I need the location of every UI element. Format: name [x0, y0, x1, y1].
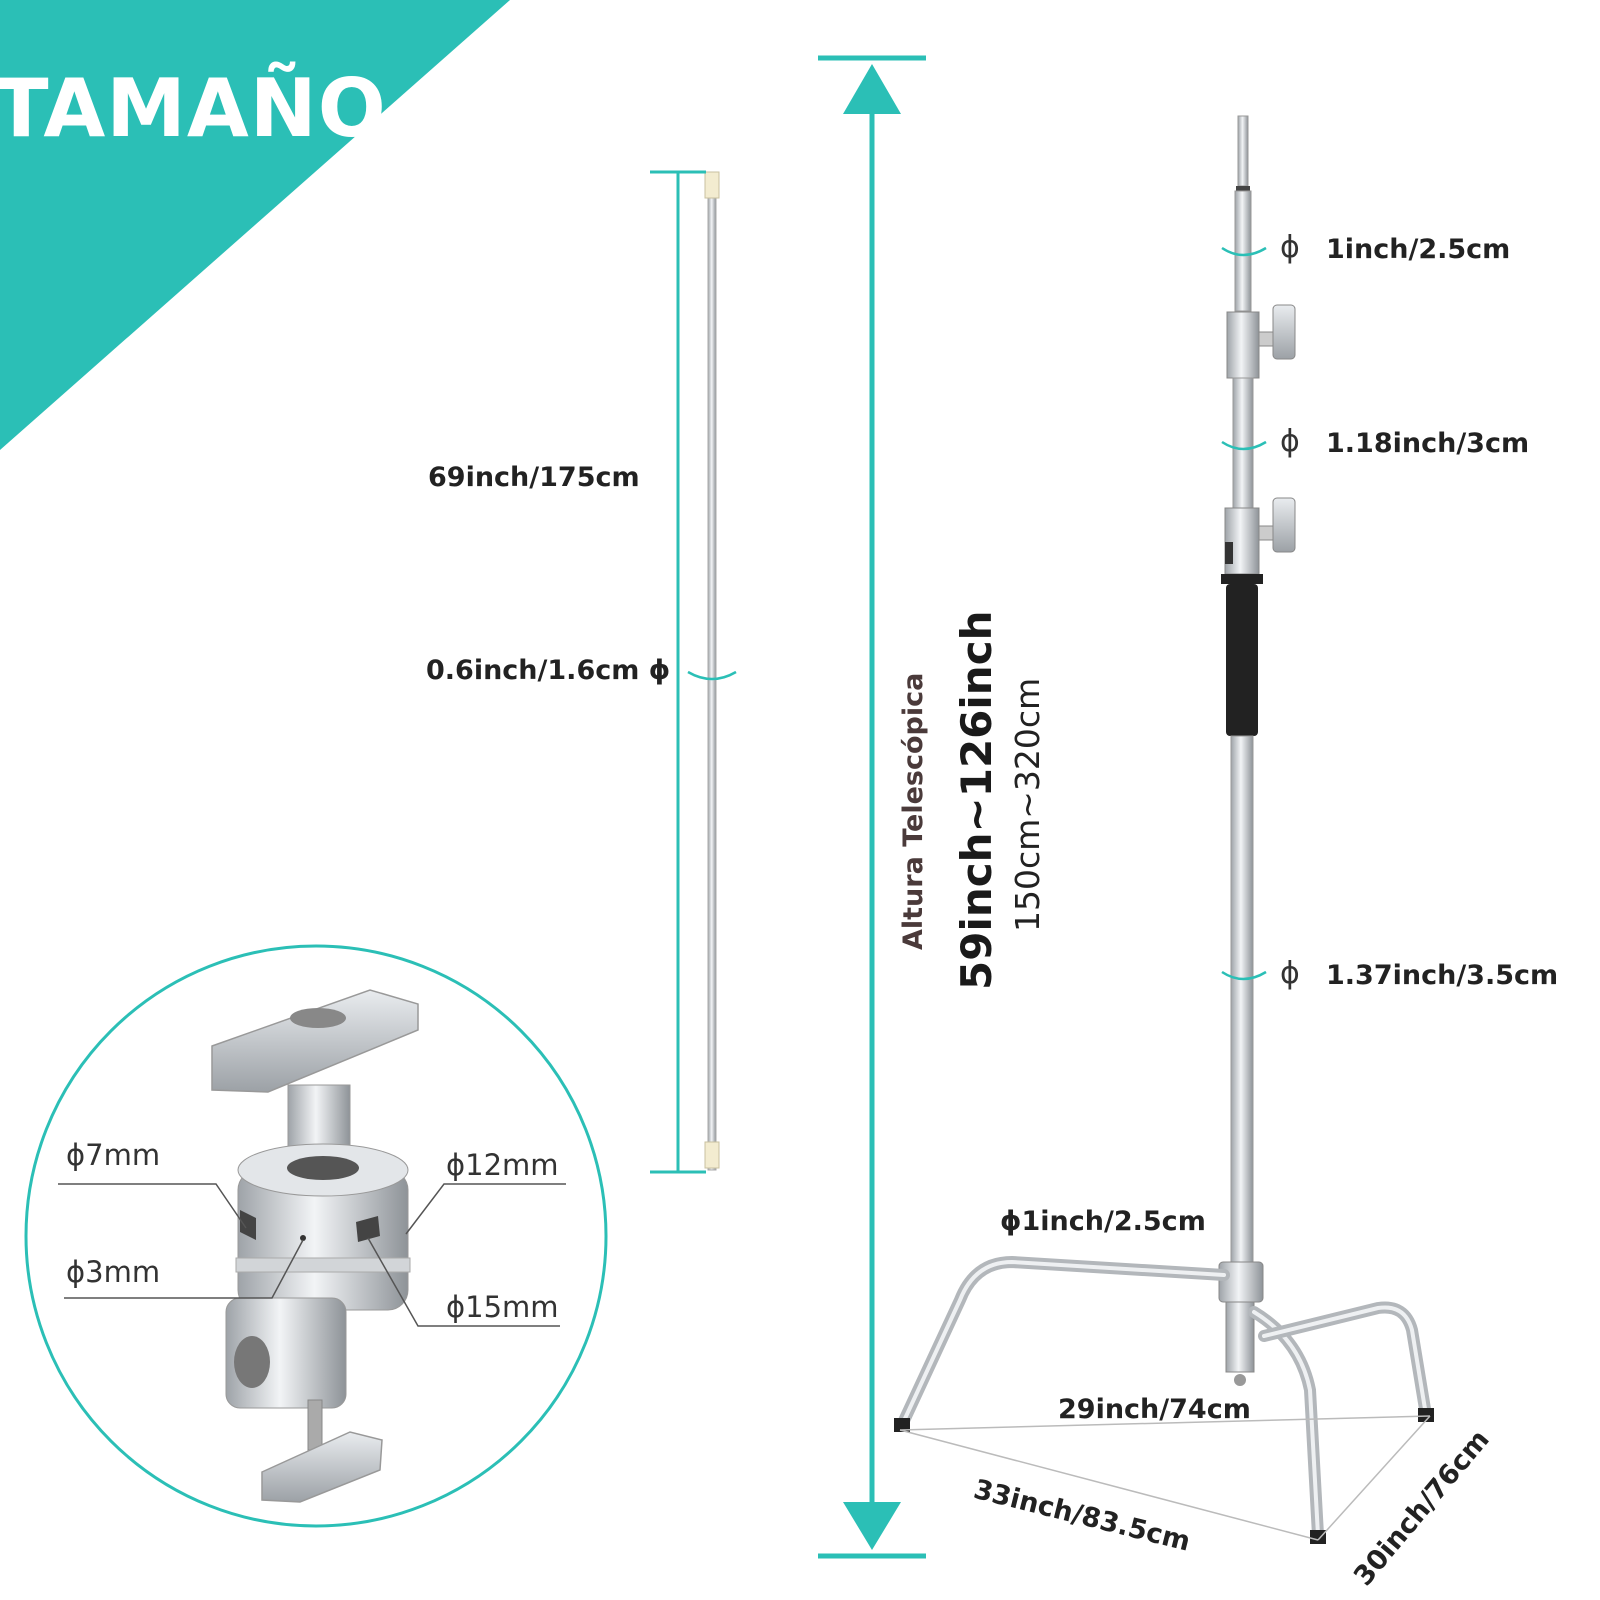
extension-pole — [650, 170, 737, 1174]
diameter-top: 1inch/2.5cm — [1326, 234, 1511, 265]
diameter-symbol-middle: ϕ — [1280, 424, 1300, 459]
height-cm: 150cm~320cm — [1008, 677, 1047, 932]
height-arrow — [818, 55, 926, 1559]
clamp-15mm-label: ϕ15mm — [446, 1290, 559, 1324]
base-back-length: 29inch/74cm — [1058, 1394, 1251, 1425]
banner-title: TAMAÑO — [0, 62, 387, 155]
diameter-middle: 1.18inch/3cm — [1326, 428, 1530, 459]
clamp-7mm-label: ϕ7mm — [66, 1138, 161, 1172]
telescopic-height-caption: Altura Telescópica — [898, 672, 929, 950]
clamp-3mm-label: ϕ3mm — [66, 1255, 161, 1289]
diameter-bottom: 1.37inch/3.5cm — [1326, 960, 1559, 991]
banner-triangle — [0, 0, 510, 450]
clamp-detail — [24, 944, 608, 1528]
pole-diameter-label: 0.6inch/1.6cm ϕ — [426, 655, 671, 686]
pole-length-label: 69inch/175cm — [428, 462, 640, 493]
diameter-symbol-top: ϕ — [1280, 230, 1300, 265]
diameter-symbol-bottom: ϕ — [1280, 956, 1300, 991]
height-inches: 59inch~126inch — [952, 610, 1001, 991]
clamp-12mm-label: ϕ12mm — [446, 1148, 559, 1182]
leg-diameter-label: ϕ1inch/2.5cm — [1000, 1206, 1206, 1237]
c-stand — [894, 115, 1434, 1544]
